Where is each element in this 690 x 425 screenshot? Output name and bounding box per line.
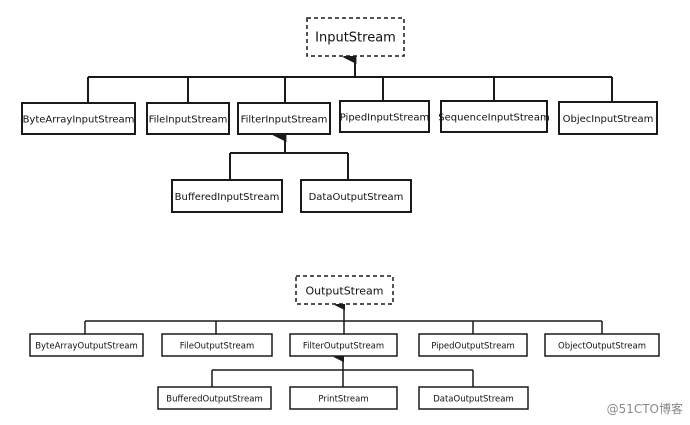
output-connectors <box>84 299 603 387</box>
filter-input-node: FilterInputStream <box>237 102 331 135</box>
input-child-label: FilterInputStream <box>241 115 328 126</box>
sequence-input-node: SequenceInputStream <box>438 100 550 133</box>
filter-input-child-label: BufferedInputStream <box>175 192 280 203</box>
output-stream-root-node: OutputStream <box>295 275 394 305</box>
bytearray-output-node: ByteArrayOutputStream <box>29 333 144 357</box>
watermark-text: @51CTO博客 <box>607 401 683 416</box>
output-stream-tree: OutputStream ByteArrayOutputStream FileO… <box>29 275 660 410</box>
buffered-output-node: BufferedOutputStream <box>157 386 272 410</box>
file-output-node: FileOutputStream <box>161 333 273 357</box>
input-child-label: ObjecInputStream <box>563 114 654 125</box>
buffered-input-node: BufferedInputStream <box>171 179 283 213</box>
filter-output-child-label: DataOutputStream <box>433 395 514 405</box>
input-child-label: FileInputStream <box>149 115 228 126</box>
output-child-label: ByteArrayOutputStream <box>35 342 138 352</box>
filter-output-node: FilterOutputStream <box>289 333 398 357</box>
filter-input-child-label: DataOutputStream <box>309 192 404 203</box>
filter-output-child-label: PrintStream <box>318 395 368 405</box>
input-stream-root-label: InputStream <box>315 31 396 46</box>
file-input-node: FileInputStream <box>146 102 230 135</box>
data-output-node-bottom: DataOutputStream <box>418 386 529 410</box>
bytearray-input-node: ByteArrayInputStream <box>21 102 136 135</box>
data-output-node-top: DataOutputStream <box>300 179 412 213</box>
output-child-label: PipedOutputStream <box>431 342 515 352</box>
piped-input-node: PipedInputStream <box>339 100 430 133</box>
input-connectors <box>87 50 613 180</box>
filter-output-child-label: BufferedOutputStream <box>166 395 263 405</box>
object-input-node: ObjecInputStream <box>558 101 658 135</box>
object-output-node: ObjectOutputStream <box>544 333 660 357</box>
output-child-label: FileOutputStream <box>180 342 255 352</box>
print-stream-node: PrintStream <box>289 386 398 410</box>
input-child-label: SequenceInputStream <box>438 113 549 124</box>
input-stream-tree: InputStream ByteArrayInputStream FileInp… <box>21 17 658 213</box>
input-stream-root-node: InputStream <box>306 17 405 57</box>
input-child-label: ByteArrayInputStream <box>23 115 135 126</box>
output-child-label: ObjectOutputStream <box>558 342 646 352</box>
input-child-label: PipedInputStream <box>340 113 430 124</box>
piped-output-node: PipedOutputStream <box>418 333 528 357</box>
output-stream-root-label: OutputStream <box>305 285 383 298</box>
output-child-label: FilterOutputStream <box>303 342 384 352</box>
